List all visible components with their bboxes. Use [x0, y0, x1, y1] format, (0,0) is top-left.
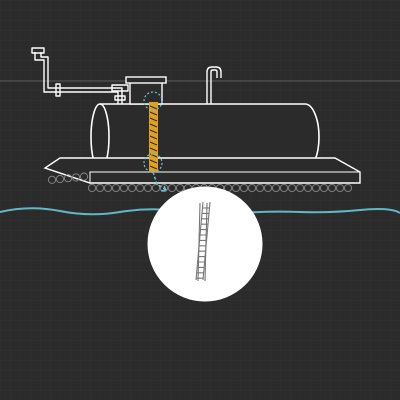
pontoon-float [263, 183, 273, 193]
ladder-detail-zoom [147, 186, 263, 302]
pontoon-float [343, 183, 353, 193]
pontoon-float [71, 173, 81, 182]
pontoon-float [79, 172, 89, 181]
platform-deck [43, 157, 361, 184]
pontoon-float [159, 183, 169, 193]
ladder-highlight-markers [143, 91, 163, 173]
pontoon-float [119, 183, 129, 193]
pontoon-float [167, 183, 177, 193]
callout-arrow [152, 171, 167, 191]
pontoon-float [175, 183, 185, 193]
pontoon-float [231, 183, 241, 193]
manhole-hatch [125, 76, 167, 105]
ladder-rung [149, 111, 158, 116]
pontoon-float [295, 183, 305, 193]
pontoon-float [319, 183, 329, 193]
ladder-rung [149, 159, 158, 164]
pontoon-float [143, 183, 153, 193]
pontoon-float [271, 183, 281, 193]
pontoon-float [239, 183, 249, 193]
pontoon-float [287, 183, 297, 193]
pontoon-float [303, 183, 313, 193]
ladder-rung [149, 165, 158, 170]
pontoon-float [247, 183, 257, 193]
ladder-rung [149, 123, 158, 128]
ladder-rung [149, 141, 158, 146]
pontoon-float [327, 183, 337, 193]
ladder-detail-drawing [195, 201, 211, 282]
ladder-rung [149, 105, 158, 110]
pontoon-float [311, 183, 321, 193]
pontoon-float [279, 183, 289, 193]
pontoon-float [47, 175, 57, 184]
ladder-rung [149, 129, 158, 134]
pontoon-float [255, 183, 265, 193]
pontoon-float [103, 183, 113, 193]
pontoon-float [335, 183, 345, 193]
pontoon-float [111, 183, 121, 193]
pontoon-float [135, 183, 145, 193]
pontoon-float [95, 183, 105, 193]
pontoon-float [127, 183, 137, 193]
ladder-rung [149, 147, 158, 152]
pontoon-float [63, 174, 73, 183]
floating-platform [43, 157, 361, 193]
pontoon-float [87, 183, 97, 193]
pontoon-float [55, 174, 65, 184]
access-ladder [149, 102, 158, 172]
vent-pipe [206, 66, 222, 104]
ladder-rung [149, 135, 158, 140]
ladder-rung [149, 117, 158, 122]
pontoon-float [151, 183, 161, 193]
